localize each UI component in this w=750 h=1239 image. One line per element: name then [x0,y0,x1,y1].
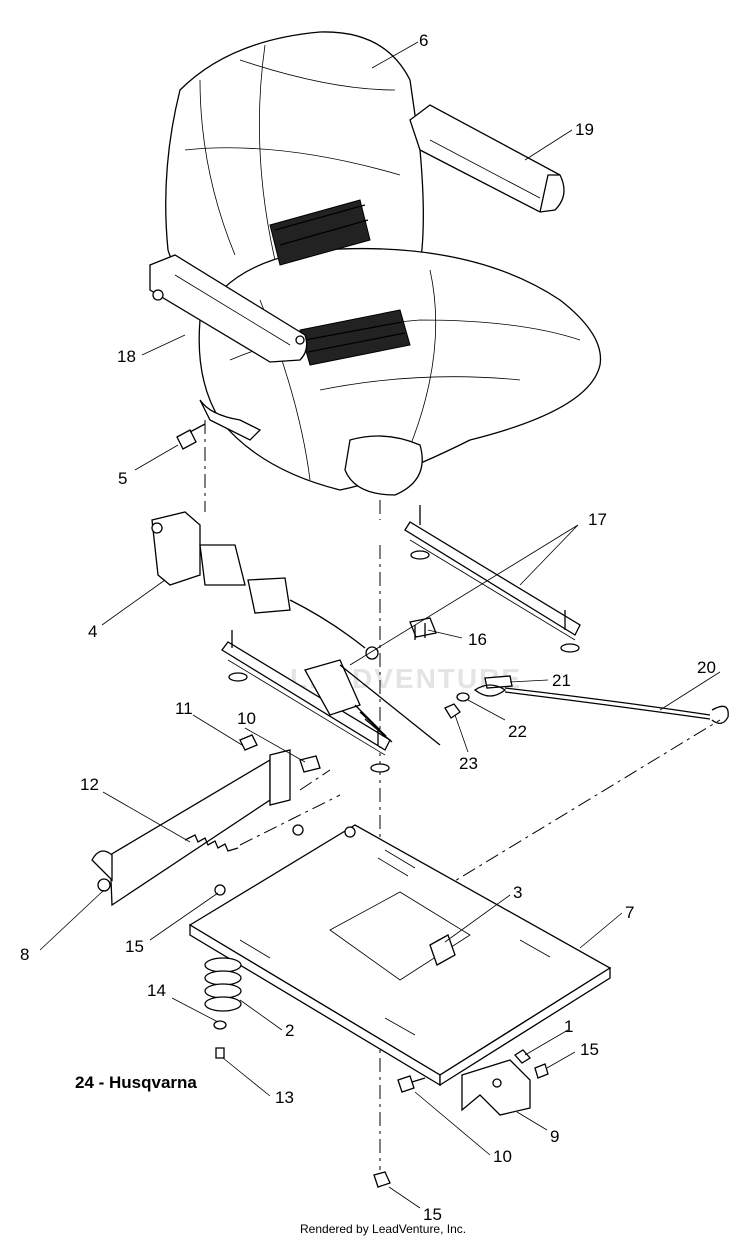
callout-18: 18 [117,347,136,366]
spring-12 [184,834,239,852]
callout-23: 23 [459,754,478,773]
bracket-8 [91,734,321,907]
callout-4: 4 [88,622,97,641]
callout-6: 6 [419,31,428,50]
armrest-left [149,254,308,363]
leader-lines [39,41,721,1209]
callout-15-right: 15 [580,1040,599,1059]
callout-3: 3 [513,883,522,902]
callout-17: 17 [588,510,607,529]
callout-14: 14 [147,981,166,1000]
callout-16: 16 [468,630,487,649]
callout-1: 1 [564,1017,573,1036]
callout-10-top: 10 [237,709,256,728]
callout-15-bottom: 15 [423,1205,442,1224]
callout-20: 20 [697,658,716,677]
footer-credit: Rendered by LeadVenture, Inc. [300,1222,466,1236]
armrest-right [409,104,565,213]
model-note: 24 - Husqvarna [75,1073,197,1092]
seat [165,31,602,496]
assembly-lines [204,420,721,1170]
bolt-5 [176,423,206,450]
callouts: 6 19 18 5 4 17 16 20 21 22 23 11 10 12 8… [20,31,716,1224]
spring-2 [204,957,242,1059]
callout-2: 2 [285,1021,294,1040]
hardware-21-22-23 [444,675,513,719]
callout-10-bottom: 10 [493,1147,512,1166]
callout-7: 7 [625,903,634,922]
callout-5: 5 [118,469,127,488]
bracket-9 [373,1049,549,1188]
seat-switch [151,511,379,660]
clip-16 [409,617,437,640]
callout-11: 11 [175,699,193,718]
callout-15-left: 15 [125,937,144,956]
cable-20 [504,687,729,724]
callout-22: 22 [508,722,527,741]
callout-12: 12 [80,775,99,794]
callout-13: 13 [275,1088,294,1107]
seat-plate [188,824,612,1087]
slide-rail-left [221,630,441,773]
callout-8: 8 [20,945,29,964]
callout-21: 21 [552,671,571,690]
callout-9: 9 [550,1127,559,1146]
slide-rail-right [404,505,581,653]
callout-19: 19 [575,120,594,139]
